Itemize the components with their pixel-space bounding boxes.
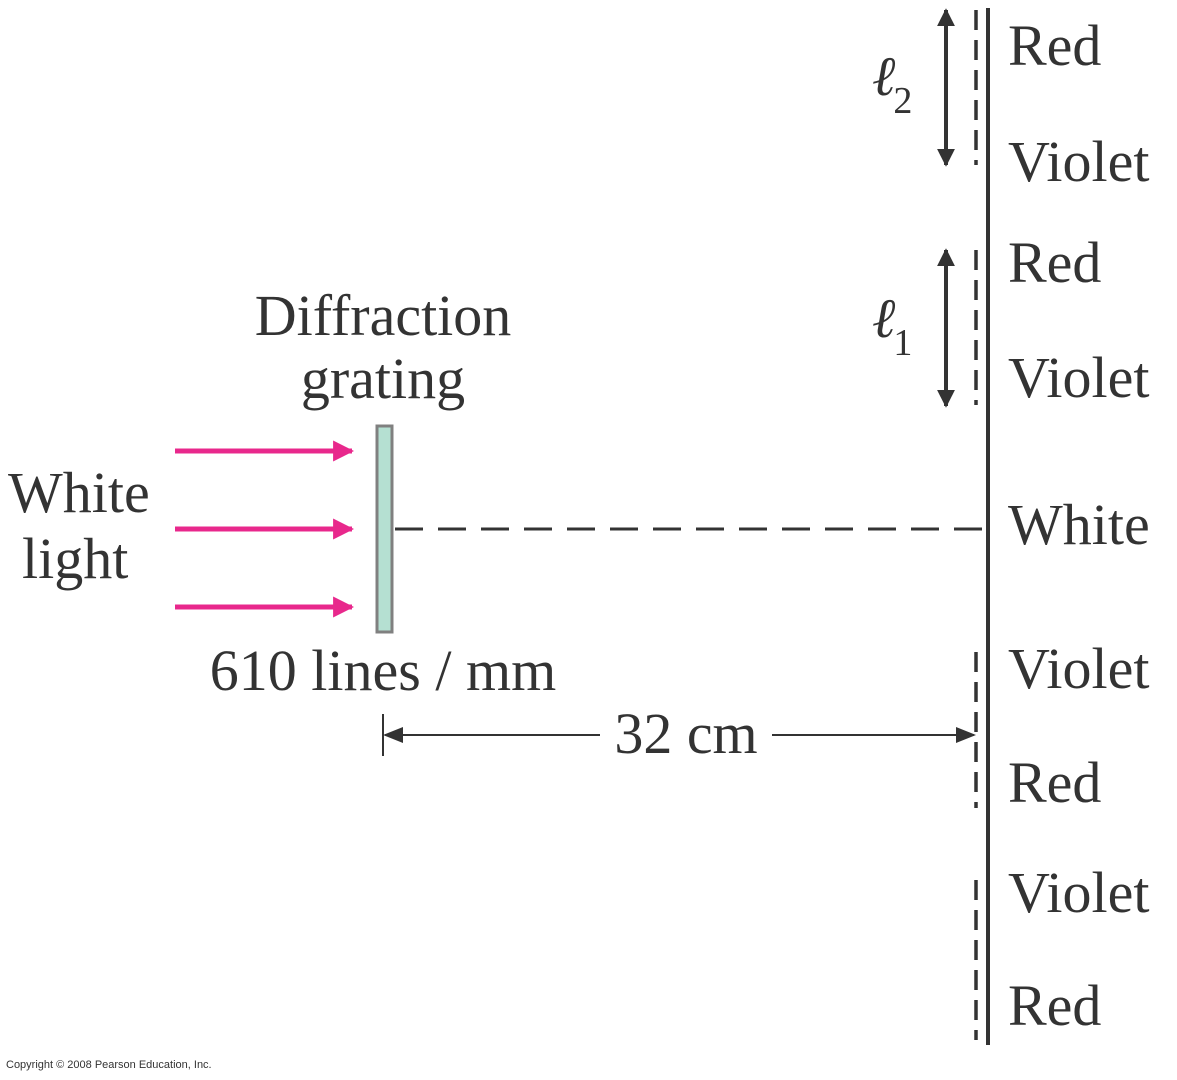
label-minus2-red: Red — [1008, 973, 1101, 1038]
l1-subscript: 1 — [893, 322, 912, 364]
white-light-label-line1: White — [8, 460, 150, 525]
label-minus2-violet: Violet — [1008, 860, 1150, 925]
l1-symbol: ℓ — [872, 288, 896, 350]
label-minus1-violet: Violet — [1008, 636, 1150, 701]
distance-dimension: 32 cm — [382, 701, 976, 766]
copyright-notice: Copyright © 2008 Pearson Education, Inc. — [6, 1059, 212, 1071]
label-order2-red: Red — [1008, 13, 1101, 78]
label-order1-violet: Violet — [1008, 345, 1150, 410]
l2-subscript: 2 — [893, 80, 912, 122]
white-light-label-line2: light — [22, 526, 128, 591]
distance-label: 32 cm — [614, 701, 757, 766]
diffraction-grating — [375, 424, 394, 634]
width-l2-label: ℓ2 — [872, 46, 912, 122]
l2-symbol: ℓ — [872, 46, 896, 108]
width-l1-label: ℓ1 — [872, 288, 912, 364]
label-order2-violet: Violet — [1008, 129, 1150, 194]
white-light-rays — [175, 440, 355, 618]
label-center-white: White — [1008, 492, 1150, 557]
grating-title-line1: Diffraction — [255, 283, 512, 348]
label-minus1-red: Red — [1008, 750, 1101, 815]
label-order1-red: Red — [1008, 230, 1101, 295]
grating-spec-label: 610 lines / mm — [210, 638, 556, 703]
screen-labels: Red Violet Red Violet White Violet Red V… — [1008, 13, 1150, 1038]
grating-title-line2: grating — [301, 346, 465, 411]
